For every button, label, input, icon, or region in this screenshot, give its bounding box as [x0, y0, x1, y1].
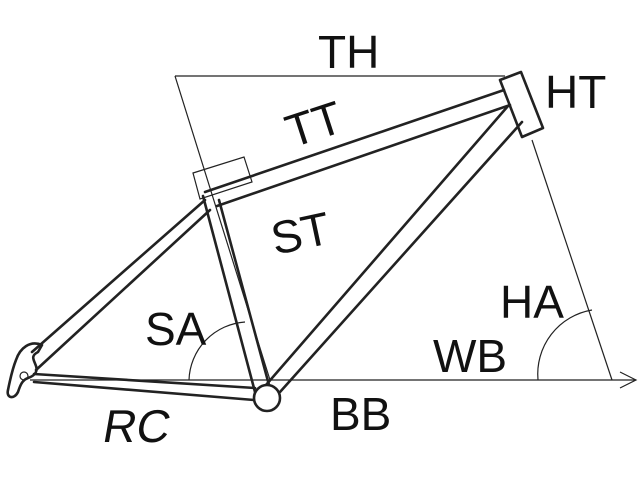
head-angle-arc	[537, 309, 593, 381]
seat-tube-right	[217, 198, 271, 387]
seat-angle-arc	[188, 321, 246, 381]
rear-axle-slot	[19, 371, 29, 381]
label-wb: WB	[433, 330, 507, 382]
seat-stay-upper	[30, 198, 207, 354]
seat-stay-lower	[34, 208, 212, 372]
label-th: TH	[318, 26, 379, 78]
label-sa: SA	[145, 303, 207, 355]
seat-tube-left	[201, 194, 257, 394]
label-rc: RC	[99, 400, 175, 452]
label-ha: HA	[500, 276, 564, 328]
baseline-end-arrow	[619, 371, 638, 389]
bottom-bracket	[252, 383, 282, 413]
down-tube-upper	[264, 104, 510, 387]
label-ht: HT	[545, 66, 606, 118]
seat-tube-top-box	[192, 156, 253, 200]
head-tube-axis-line	[531, 139, 613, 381]
rear-dropout	[6, 342, 44, 399]
top-tube-upper	[203, 88, 506, 194]
top-tube-lower	[215, 103, 512, 208]
head-tube	[498, 70, 545, 139]
label-bb: BB	[330, 388, 391, 440]
chain-stay-lower	[32, 380, 256, 402]
label-st: ST	[266, 202, 334, 265]
down-tube-lower	[278, 120, 524, 394]
chain-stay-upper	[32, 372, 257, 390]
